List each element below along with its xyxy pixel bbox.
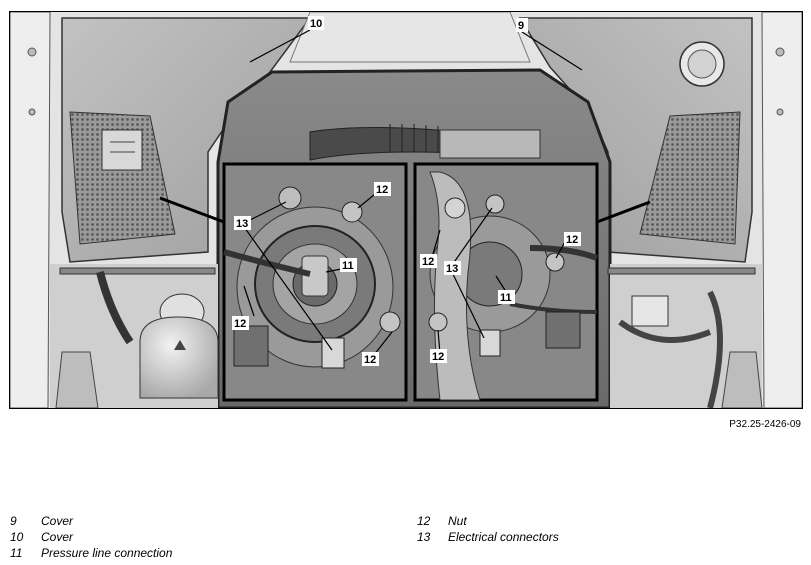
legend-text: Cover (41, 530, 74, 544)
figure-reference: P32.25-2426-09 (729, 419, 801, 430)
legend-text: Nut (448, 514, 467, 528)
callout-10: 10 (310, 18, 322, 30)
callout-12: 12 (364, 354, 376, 366)
legend-number: 11 (10, 546, 23, 560)
legend-number: 13 (417, 530, 431, 544)
legend-text: Electrical connectors (448, 530, 559, 544)
legend-number: 10 (10, 530, 24, 544)
legend-item: 10 Cover (10, 529, 172, 545)
legend-right: 12 Nut 13 Electrical connectors (417, 513, 559, 545)
legend-text: Pressure line connection (41, 546, 173, 560)
callout-12: 12 (422, 256, 434, 268)
legend-item: 9 Cover (10, 513, 172, 529)
engine-compartment-illustration: 10 9 12 13 11 12 12 12 12 13 11 12 (9, 11, 803, 409)
legend-item: 13 Electrical connectors (417, 529, 559, 545)
callout-12: 12 (432, 351, 444, 363)
callout-9: 9 (518, 20, 524, 32)
legend-item: 12 Nut (417, 513, 559, 529)
callout-11: 11 (342, 260, 354, 272)
legend-left: 9 Cover 10 Cover 11 Pressure line connec… (10, 513, 172, 561)
callout-13: 13 (446, 263, 458, 275)
legend-text: Cover (41, 514, 74, 528)
legend-number: 9 (10, 514, 17, 528)
legend-item: 11 Pressure line connection (10, 545, 172, 561)
callout-12: 12 (376, 184, 388, 196)
callout-13: 13 (236, 218, 248, 230)
callout-12: 12 (234, 318, 246, 330)
legend-number: 12 (417, 514, 431, 528)
callout-12: 12 (566, 234, 578, 246)
callout-11: 11 (500, 292, 512, 304)
